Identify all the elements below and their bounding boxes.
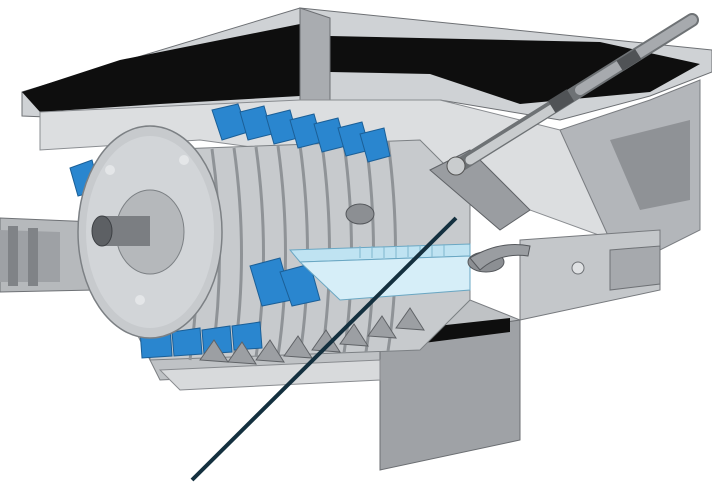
drive-shaft: [0, 217, 96, 293]
housing-right-side: [519, 229, 661, 321]
housing-back-wall: [39, 79, 701, 251]
leader-line: [190, 216, 458, 482]
hydraulic-ram: [429, 13, 699, 231]
rotor-shaft: [91, 215, 150, 247]
screen-teeth: [199, 307, 425, 365]
rotor-knives-top: [211, 103, 391, 163]
housing-top: [21, 7, 712, 121]
feed-material: [345, 203, 531, 273]
